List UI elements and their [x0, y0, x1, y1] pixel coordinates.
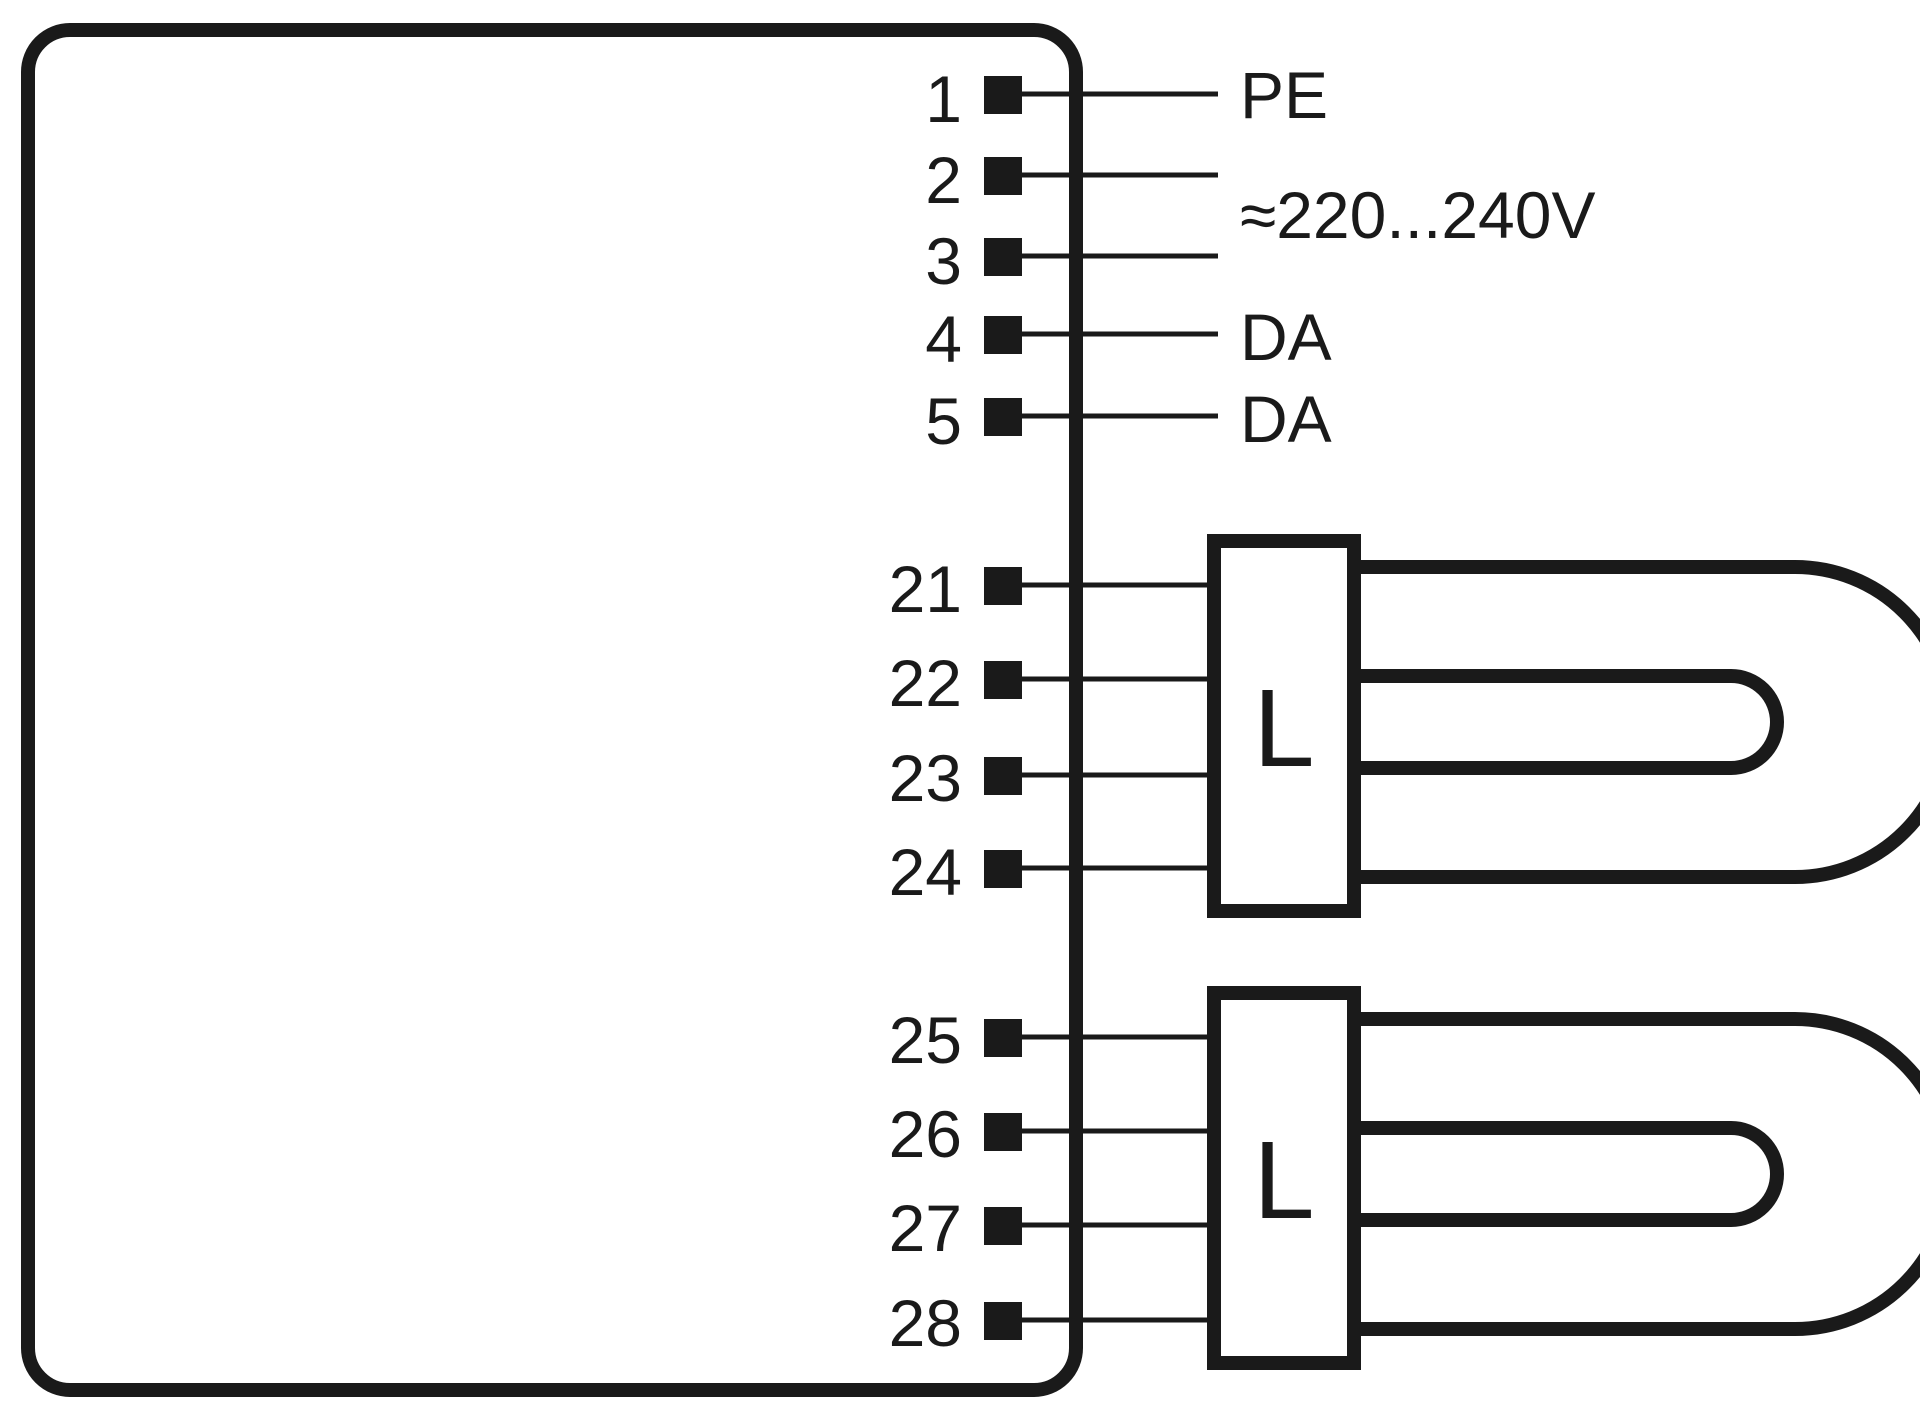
lamp-2: L [1207, 986, 1920, 1370]
terminal-block-27 [984, 1207, 1022, 1245]
terminal-label-3: 3 [925, 224, 962, 298]
label-pe: PE [1240, 58, 1328, 132]
terminal-label-23: 23 [889, 741, 962, 815]
terminal-label-26: 26 [889, 1097, 962, 1171]
terminal-block-25 [984, 1019, 1022, 1057]
terminal-label-28: 28 [889, 1286, 962, 1360]
terminal-block-24 [984, 850, 1022, 888]
terminal-block-26 [984, 1113, 1022, 1151]
label-mains-voltage: ≈220...240V [1240, 178, 1596, 252]
terminal-block-28 [984, 1302, 1022, 1340]
terminal-block-23 [984, 757, 1022, 795]
lamp-2-tube-inner [1354, 1121, 1784, 1227]
lamp-2-base [1207, 986, 1361, 1370]
label-da-1: DA [1240, 300, 1332, 374]
lamp-2-tube-outer [1354, 1012, 1920, 1336]
terminal-label-24: 24 [889, 835, 962, 909]
lamp-1: L [1207, 534, 1920, 918]
terminal-label-22: 22 [889, 646, 962, 720]
terminal-block-3 [984, 238, 1022, 276]
terminal-label-21: 21 [889, 552, 962, 626]
terminal-label-27: 27 [889, 1191, 962, 1265]
terminal-block-22 [984, 661, 1022, 699]
lamp-2-label: L [1253, 1119, 1314, 1242]
lamp-1-base [1207, 534, 1361, 918]
terminal-block-1 [984, 76, 1022, 114]
terminal-block-5 [984, 398, 1022, 436]
terminal-block-2 [984, 157, 1022, 195]
terminal-block-21 [984, 567, 1022, 605]
terminal-label-2: 2 [925, 143, 962, 217]
terminal-label-5: 5 [925, 384, 962, 458]
lamp-1-tube-inner [1354, 669, 1784, 775]
terminal-label-25: 25 [889, 1003, 962, 1077]
ballast-housing [21, 23, 1083, 1397]
terminal-label-4: 4 [925, 302, 962, 376]
terminal-block-4 [984, 316, 1022, 354]
label-da-2: DA [1240, 382, 1332, 456]
lamp-1-label: L [1253, 667, 1314, 790]
lamp-1-tube-outer [1354, 560, 1920, 884]
terminal-label-1: 1 [925, 62, 962, 136]
